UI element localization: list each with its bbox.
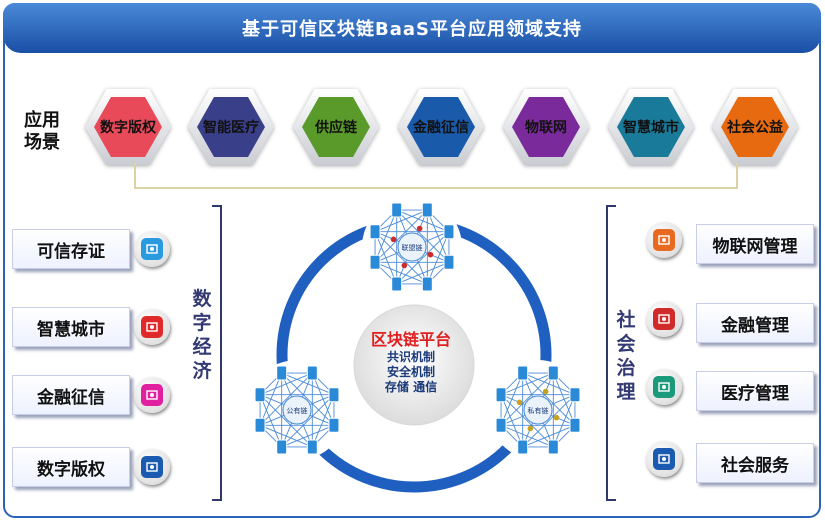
- certificate-icon: [134, 231, 170, 267]
- platform-core: [353, 304, 475, 426]
- server-node-icon: [276, 365, 288, 381]
- server-node-icon: [569, 387, 581, 403]
- server-node-icon: [328, 387, 340, 403]
- left-item-1: 可信存证: [12, 229, 130, 269]
- server-node-icon: [517, 365, 529, 381]
- left-item-2: 智慧城市: [12, 307, 130, 347]
- server-node-icon: [495, 417, 507, 433]
- hex-scene-5: 物联网: [503, 89, 589, 165]
- server-node-icon: [495, 387, 507, 403]
- center-text: 区块链平台 共识机制 安全机制 存储 通信: [356, 330, 466, 395]
- hex-label: 金融征信: [407, 97, 475, 157]
- network-label: 联盟链: [402, 243, 423, 252]
- copyright-icon: [134, 449, 170, 485]
- right-item-1: 物联网管理: [696, 224, 814, 264]
- network-hub: [523, 395, 553, 425]
- network-cluster-2: 公有链: [247, 360, 347, 460]
- service-icon: [646, 441, 682, 477]
- server-node-icon: [421, 276, 433, 292]
- server-node-icon: [254, 417, 266, 433]
- lock-icon: [527, 425, 534, 432]
- finance-icon: [646, 301, 682, 337]
- app-scene-label: 应用场景: [24, 110, 60, 153]
- iot-icon: [646, 222, 682, 258]
- server-node-icon: [391, 202, 403, 218]
- right-item-3: 医疗管理: [696, 371, 814, 411]
- scene-bracket: [134, 163, 738, 189]
- server-node-icon: [421, 202, 433, 218]
- hex-scene-7: 社会公益: [712, 89, 798, 165]
- server-node-icon: [254, 387, 266, 403]
- lock-icon: [416, 225, 423, 232]
- server-node-icon: [306, 439, 318, 455]
- left-vertical-label: 数字经济: [192, 288, 212, 382]
- lock-icon: [516, 399, 523, 406]
- center-line-security: 安全机制: [386, 365, 435, 379]
- network-label: 公有链: [287, 406, 308, 415]
- server-node-icon: [391, 276, 403, 292]
- server-node-icon: [306, 365, 318, 381]
- server-node-icon: [443, 254, 455, 270]
- lock-icon: [542, 388, 549, 395]
- right-bracket: [606, 205, 616, 501]
- left-item-3: 金融征信: [12, 375, 130, 415]
- right-item-4: 社会服务: [696, 443, 814, 483]
- server-node-icon: [547, 439, 559, 455]
- server-node-icon: [369, 224, 381, 240]
- left-item-4: 数字版权: [12, 447, 130, 487]
- page-title: 基于可信区块链BaaS平台应用领域支持: [3, 3, 821, 53]
- server-node-icon: [547, 365, 559, 381]
- network-cluster-3: 私有链: [488, 360, 588, 460]
- server-node-icon: [328, 417, 340, 433]
- server-node-icon: [443, 224, 455, 240]
- hex-scene-2: 智能医疗: [188, 89, 274, 165]
- server-node-icon: [369, 254, 381, 270]
- hex-scene-1: 数字版权: [85, 89, 171, 165]
- left-bracket: [212, 205, 222, 501]
- medical-icon: [646, 369, 682, 405]
- server-node-icon: [569, 417, 581, 433]
- center-line-consensus: 共识机制: [386, 350, 435, 364]
- hex-scene-6: 智慧城市: [608, 89, 694, 165]
- lock-icon: [553, 414, 560, 421]
- center-line-storage: 存储 通信: [384, 380, 438, 394]
- center-title: 区块链平台: [370, 330, 451, 349]
- right-vertical-label: 社会治理: [616, 309, 636, 403]
- lock-icon: [401, 262, 408, 269]
- hex-scene-4: 金融征信: [398, 89, 484, 165]
- network-hub: [282, 395, 312, 425]
- right-item-2: 金融管理: [696, 303, 814, 343]
- network-cluster-1: 联盟链: [362, 197, 462, 297]
- network-label: 私有链: [528, 406, 549, 415]
- credit-icon: [134, 377, 170, 413]
- network-hub: [397, 232, 427, 262]
- lock-icon: [427, 251, 434, 258]
- lock-icon: [390, 236, 397, 243]
- hex-label: 供应链: [302, 97, 370, 157]
- server-node-icon: [517, 439, 529, 455]
- server-node-icon: [276, 439, 288, 455]
- hex-scene-3: 供应链: [293, 89, 379, 165]
- city-icon: [134, 309, 170, 345]
